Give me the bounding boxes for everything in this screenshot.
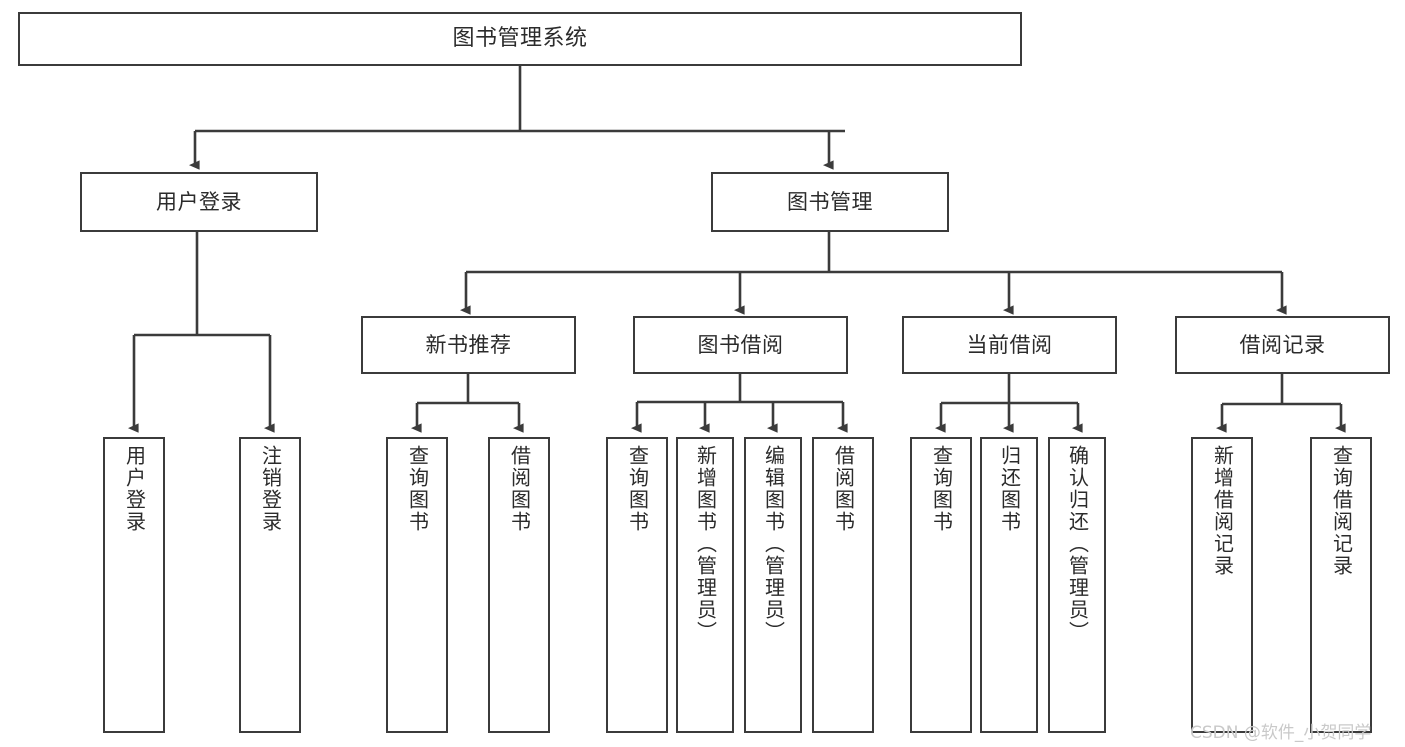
csdn-watermark: CSDN @软件_小贺同学 — [1190, 723, 1372, 743]
leaf-return-book[interactable]: 归还图书 — [980, 437, 1038, 733]
leaf-user-login[interactable]: 用户登录 — [103, 437, 165, 733]
leaf-query-borrow-record[interactable]: 查询借阅记录 — [1310, 437, 1372, 733]
leaf-query-book-recommend[interactable]: 查询图书 — [386, 437, 448, 733]
node-label: 用户登录 — [156, 189, 242, 214]
node-label: 借阅图书 — [831, 445, 856, 533]
leaf-query-book-current[interactable]: 查询图书 — [910, 437, 972, 733]
node-root-system[interactable]: 图书管理系统 — [18, 12, 1022, 66]
node-label: 新增借阅记录 — [1210, 445, 1235, 577]
leaf-borrow-book[interactable]: 借阅图书 — [812, 437, 874, 733]
leaf-query-book-borrow[interactable]: 查询图书 — [606, 437, 668, 733]
node-label: 查询图书 — [405, 445, 430, 533]
node-label: 图书借阅 — [697, 332, 784, 357]
leaf-user-logout[interactable]: 注销登录 — [239, 437, 301, 733]
node-label: 归还图书 — [997, 445, 1022, 533]
leaf-add-borrow-record[interactable]: 新增借阅记录 — [1191, 437, 1253, 733]
node-current-borrow[interactable]: 当前借阅 — [902, 316, 1117, 374]
node-label: 当前借阅 — [966, 332, 1053, 357]
node-label: 查询图书 — [625, 445, 650, 533]
node-label: 新增图书（管理员） — [693, 445, 718, 643]
node-book-manage[interactable]: 图书管理 — [711, 172, 949, 232]
leaf-confirm-return[interactable]: 确认归还（管理员） — [1048, 437, 1106, 733]
leaf-edit-book[interactable]: 编辑图书（管理员） — [744, 437, 802, 733]
node-label: 查询借阅记录 — [1329, 445, 1354, 577]
node-label: 编辑图书（管理员） — [761, 445, 786, 643]
leaf-borrow-book-recommend[interactable]: 借阅图书 — [488, 437, 550, 733]
node-label: 图书管理系统 — [452, 26, 588, 52]
node-label: 借阅图书 — [507, 445, 532, 533]
node-book-borrow[interactable]: 图书借阅 — [633, 316, 848, 374]
node-label: 查询图书 — [929, 445, 954, 533]
node-new-book-recommend[interactable]: 新书推荐 — [361, 316, 576, 374]
node-label: 注销登录 — [258, 445, 283, 533]
node-label: 借阅记录 — [1239, 332, 1326, 357]
node-label: 图书管理 — [787, 189, 873, 214]
node-label: 新书推荐 — [425, 332, 512, 357]
leaf-add-book[interactable]: 新增图书（管理员） — [676, 437, 734, 733]
node-label: 确认归还（管理员） — [1065, 445, 1090, 643]
node-borrow-record[interactable]: 借阅记录 — [1175, 316, 1390, 374]
node-user-login[interactable]: 用户登录 — [80, 172, 318, 232]
node-label: 用户登录 — [122, 445, 147, 533]
